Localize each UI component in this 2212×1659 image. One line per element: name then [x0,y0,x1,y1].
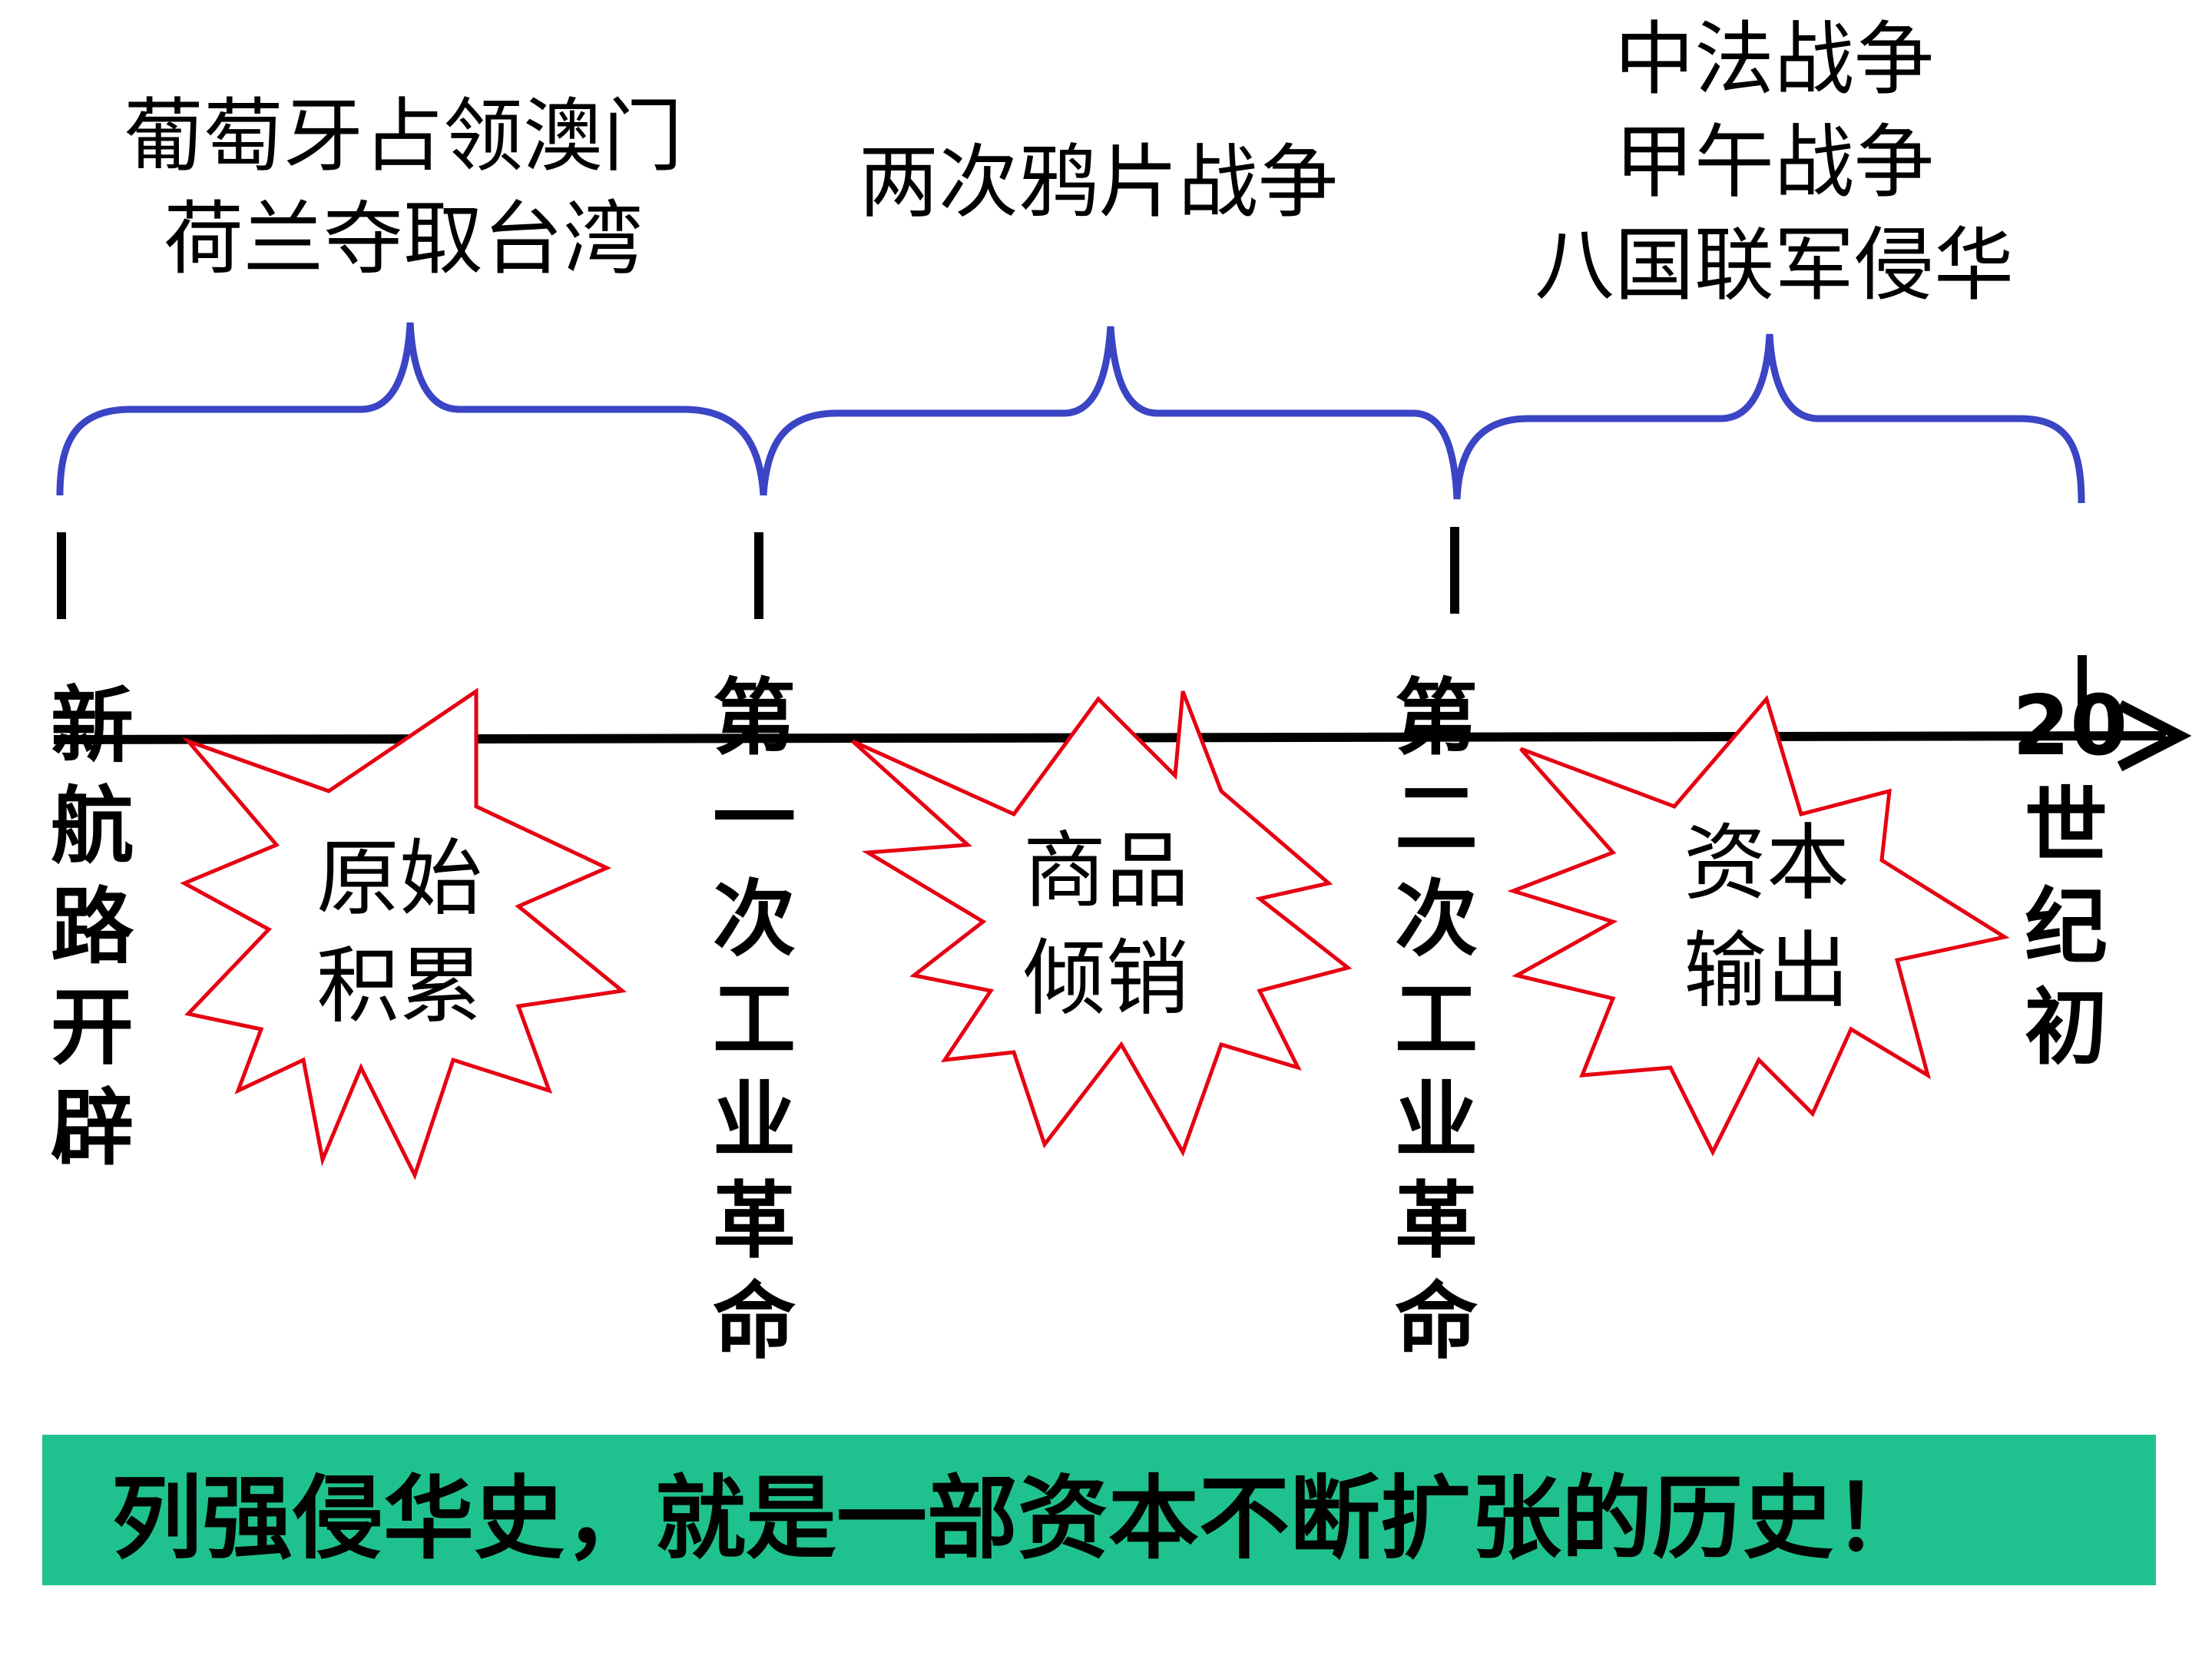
stage-label-3: 资本 输出 [1651,810,1882,1025]
milestone-char: 世 [2024,779,2108,875]
stage-label-line: 原始 [316,831,482,927]
milestone-char: 命 [712,1274,796,1370]
axis-arrowhead [2117,700,2192,772]
event-label: 中法战争 [1614,12,1934,106]
milestone-char: 革 [712,1174,796,1270]
milestone-char: 初 [2024,980,2108,1076]
conclusion-text: 列强侵华史，就是一部资本不断扩张的历史！ [111,1465,1925,1571]
stage-label-line: 商品 [1022,823,1189,919]
milestone-char: 第 [712,671,796,767]
milestone-char: 新 [50,678,134,774]
event-label: 甲午战争 [1614,115,1934,209]
milestone-char: 工 [1394,972,1478,1068]
starburst-2 [851,690,1353,1157]
milestone-char: 革 [1394,1174,1478,1270]
stage-label-line: 积累 [316,939,482,1035]
milestone-char: 20 [2012,678,2128,774]
milestone-char: 开 [50,980,134,1076]
event-label: 两次鸦片战争 [858,135,1338,229]
milestone-char: 一 [712,771,796,867]
milestone-char: 二 [1394,771,1478,867]
event-label: 八国联军侵华 [1534,218,2014,312]
stage-label-line: 资本 [1683,816,1849,912]
starburst-1 [180,687,627,1181]
milestone-label-2: 第 一 次 工 业 革 命 [700,668,808,1373]
period-brace-1 [56,322,767,496]
period-brace-2 [760,326,1461,500]
period-events-3: 中法战争 甲午战争 八国联军侵华 [1467,8,2081,316]
event-label: 荷兰夺取台湾 [163,192,643,286]
stage-label-line: 倾销 [1022,931,1189,1027]
milestone-label-1: 新 航 路 开 辟 [38,676,146,1179]
milestone-label-3: 第 二 次 工 业 革 命 [1382,668,1490,1373]
period-events-2: 两次鸦片战争 [791,131,1406,233]
milestone-char: 辟 [50,1081,134,1177]
period-brace-3 [1453,333,2085,504]
milestone-label-4: 20 世 纪 初 [2012,676,2128,1078]
milestone-char: 次 [712,872,796,968]
milestone-char: 航 [50,779,134,875]
stage-label-1: 原始 积累 [284,826,515,1041]
milestone-char: 纪 [2024,879,2108,975]
period-events-1: 葡萄牙占领澳门 荷兰夺取台湾 [46,84,760,290]
starburst-3 [1507,694,2010,1157]
conclusion-banner: 列强侵华史，就是一部资本不断扩张的历史！ [42,1435,2156,1585]
milestone-char: 命 [1394,1274,1478,1370]
milestone-char: 第 [1394,671,1478,767]
milestone-char: 路 [50,879,134,975]
stage-label-2: 商品 倾销 [991,818,1221,1033]
milestone-char: 次 [1394,872,1478,968]
stage-label-line: 输出 [1683,923,1849,1019]
milestone-char: 工 [712,972,796,1068]
event-label: 葡萄牙占领澳门 [123,89,683,183]
milestone-char: 业 [1394,1073,1478,1169]
milestone-char: 业 [712,1073,796,1169]
